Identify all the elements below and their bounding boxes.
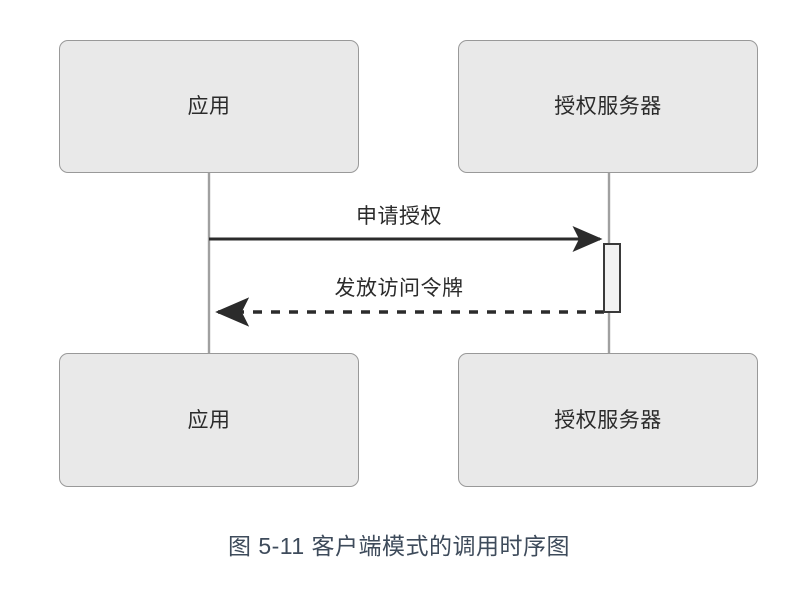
participant-box-app-bottom: 应用 (59, 353, 359, 487)
participant-box-app-top: 应用 (59, 40, 359, 173)
activation-bar-auth-server (603, 243, 621, 313)
participant-label-auth-server-bottom: 授权服务器 (554, 408, 662, 432)
participant-label-app-top: 应用 (187, 95, 231, 118)
message-label-response: 发放访问令牌 (334, 277, 464, 300)
participant-box-auth-server-bottom: 授权服务器 (458, 353, 758, 487)
participant-box-auth-server-top: 授权服务器 (458, 40, 758, 173)
participant-label-app-bottom: 应用 (187, 408, 231, 432)
participant-label-auth-server-top: 授权服务器 (554, 95, 662, 118)
message-label-request: 申请授权 (356, 205, 442, 228)
figure-caption: 图 5-11 客户端模式的调用时序图 (227, 533, 571, 559)
